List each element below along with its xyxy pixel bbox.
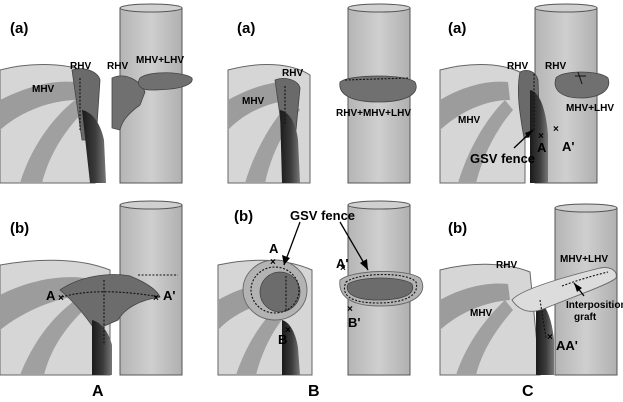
x-mark: × xyxy=(153,293,159,304)
x-mark: × xyxy=(547,332,553,343)
label-a-point-a-prime: A' xyxy=(163,288,175,303)
panel-b-top xyxy=(227,3,417,184)
column-b xyxy=(217,3,424,376)
label-c-point-a: A xyxy=(537,140,547,155)
column-title-a: A xyxy=(92,383,104,400)
label-c-bottom-rhv: RHV xyxy=(496,260,517,271)
column-title-b: B xyxy=(308,383,320,400)
label-c-mhv: MHV xyxy=(458,115,481,126)
label-a-mhv-lhv: MHV+LHV xyxy=(136,55,184,66)
column-title-c: C xyxy=(522,383,534,400)
label-b-gsv-fence: GSV fence xyxy=(290,208,355,223)
panel-a-top xyxy=(0,3,193,184)
label-b-point-b: B xyxy=(278,332,287,347)
label-b-rhv-mhv-lhv: RHV+MHV+LHV xyxy=(336,108,411,119)
panel-label-b-top: (a) xyxy=(237,20,255,37)
label-c-point-aa-prime: AA' xyxy=(556,338,578,353)
panel-a-bottom xyxy=(0,200,183,376)
panel-c-bottom xyxy=(439,203,618,376)
panel-b-bottom xyxy=(217,200,424,376)
label-b-point-a-prime: A' xyxy=(336,256,348,271)
x-mark: × xyxy=(270,257,276,268)
label-c-rhv-right: RHV xyxy=(545,61,566,72)
panel-label-a-top: (a) xyxy=(10,20,28,37)
label-a-point-a: A xyxy=(46,288,56,303)
x-mark: × xyxy=(538,131,544,142)
x-mark: × xyxy=(58,293,64,304)
label-b-mhv: MHV xyxy=(242,96,265,107)
label-b-rhv: RHV xyxy=(282,68,303,79)
label-c-rhv-left: RHV xyxy=(507,61,528,72)
label-c-graft: graft xyxy=(574,312,597,323)
panel-label-a-bottom: (b) xyxy=(10,220,29,237)
label-c-interposition: Interposition xyxy=(566,300,623,311)
panel-label-c-top: (a) xyxy=(448,20,466,37)
labels: (a) (b) (a) (b) (a) (b) MHV RHV RHV MHV+… xyxy=(10,20,623,400)
column-a xyxy=(0,3,193,376)
panel-c-top xyxy=(439,3,610,184)
x-mark: × xyxy=(285,325,291,336)
label-c-bottom-mhv-lhv: MHV+LHV xyxy=(560,254,608,265)
label-a-rhv-left: RHV xyxy=(70,61,91,72)
x-mark: × xyxy=(340,263,346,274)
label-c-point-a-prime: A' xyxy=(562,139,574,154)
label-c-bottom-mhv: MHV xyxy=(470,308,493,319)
panel-label-b-bottom: (b) xyxy=(234,208,253,225)
label-c-mhv-lhv: MHV+LHV xyxy=(566,103,614,114)
label-b-point-b-prime: B' xyxy=(348,315,360,330)
x-mark: × xyxy=(347,304,353,315)
panel-label-c-bottom: (b) xyxy=(448,220,467,237)
label-b-point-a: A xyxy=(269,241,279,256)
x-mark: × xyxy=(553,124,559,135)
label-c-gsv-fence: GSV fence xyxy=(470,151,535,166)
label-a-rhv-right: RHV xyxy=(107,61,128,72)
column-c xyxy=(439,3,618,376)
label-a-mhv: MHV xyxy=(32,84,55,95)
